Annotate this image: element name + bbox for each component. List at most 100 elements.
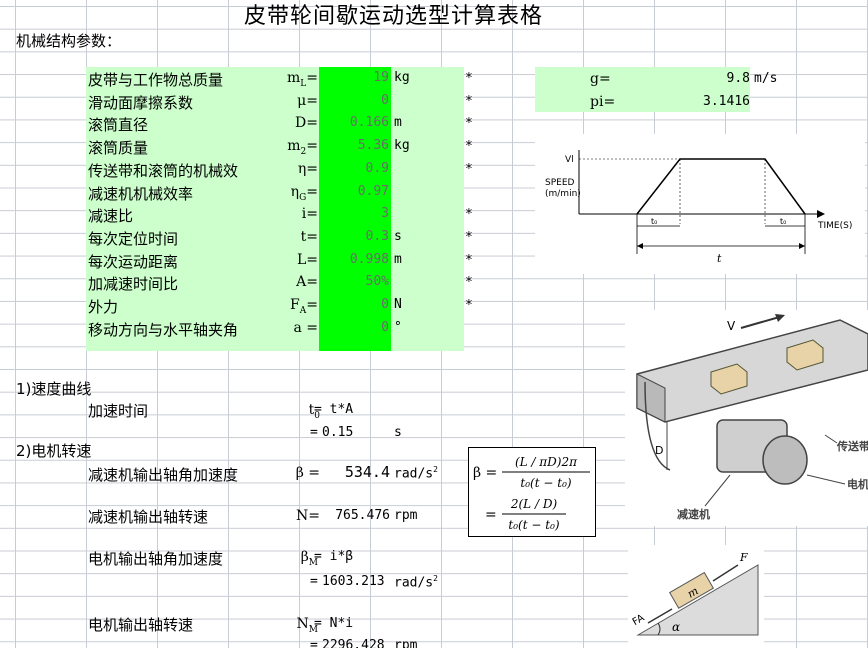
motor-accel-label: 电机输出轴角加速度	[88, 550, 224, 568]
param-required-mark: *	[465, 139, 473, 155]
velocity-arrow-head	[775, 314, 785, 322]
param-symbol: i=	[270, 206, 318, 225]
param-value-cell[interactable]: 0.3	[365, 228, 389, 244]
param-symbol-eq: =	[306, 183, 318, 200]
param-symbol-eq: =	[306, 297, 318, 313]
motor-speed-value[interactable]: 2296.428	[322, 638, 385, 648]
speed-label: SPEED	[545, 178, 575, 188]
accel-time-value[interactable]: 0.15	[322, 425, 354, 440]
param-symbol-main: m	[287, 70, 301, 86]
speed-unit-label: (m/min)	[545, 189, 581, 199]
accel-time-label: 加速时间	[88, 402, 149, 420]
param-label: 移动方向与水平轴夹角	[88, 320, 239, 339]
speed-profile-diagram: Vl SPEED (m/min) t₀ t₀ TIME(S) t	[535, 134, 865, 274]
package-2	[786, 339, 824, 371]
param-symbol-eq: =	[306, 70, 318, 86]
param-symbol-sub: A	[299, 305, 307, 316]
reducer-speed-value[interactable]: 765.476	[335, 508, 390, 523]
param-symbol-eq: =	[306, 274, 318, 291]
fa-arrow	[647, 608, 673, 624]
param-unit: °	[394, 319, 402, 335]
reducer-accel-label: 减速机输出轴角加速度	[88, 466, 239, 484]
motor-leader	[806, 474, 846, 485]
section-header: 机械结构参数：	[16, 32, 122, 50]
reducer-speed-unit: rpm	[394, 508, 418, 523]
reducer-label: 减速机	[677, 507, 710, 521]
param-label: 每次定位时间	[88, 229, 179, 248]
t-dim-arrow-left	[637, 243, 643, 249]
param-label: 传送带和滚筒的机械效	[88, 161, 239, 180]
param-symbol-main: t	[300, 228, 307, 245]
param-symbol: A=	[270, 274, 318, 293]
param-symbol-eq: =	[306, 160, 318, 177]
param-symbol-main: F	[290, 297, 300, 313]
reducer-accel-value[interactable]: 534.4	[344, 463, 390, 481]
t0-label-left: t₀	[651, 217, 657, 226]
param-value-cell[interactable]: 0	[381, 319, 389, 335]
param-required-mark: *	[465, 93, 473, 109]
param-value-cell[interactable]: 0.998	[349, 251, 389, 267]
package-1	[710, 363, 748, 395]
param-value-cell[interactable]: 0.166	[349, 115, 389, 131]
param-value-cell[interactable]: 0.97	[357, 183, 389, 199]
param-unit: N	[394, 297, 402, 312]
param-symbol: m2=	[270, 138, 318, 157]
param-value-cell[interactable]: 5.36	[357, 138, 389, 154]
const-g-value[interactable]: 9.8	[726, 71, 750, 86]
params-block-bg	[86, 67, 464, 351]
accel-time-formula[interactable]: = t*A	[314, 402, 354, 417]
param-label: 每次运动距离	[88, 252, 179, 271]
param-label: 滑动面摩擦系数	[88, 93, 194, 112]
belt-leader	[824, 434, 838, 444]
param-label: 皮带与工作物总质量	[88, 71, 224, 89]
param-unit: s	[394, 228, 402, 244]
motor-speed-unit: rpm	[394, 638, 418, 648]
param-symbol-main: D	[295, 115, 307, 132]
param-required-mark: *	[465, 298, 473, 313]
param-value-cell[interactable]: 3	[381, 206, 389, 222]
alpha-label: α	[672, 620, 680, 634]
params-value-column	[319, 67, 391, 351]
param-value-cell[interactable]: 50%	[365, 274, 389, 290]
param-value-cell[interactable]: 0.9	[365, 160, 389, 176]
param-symbol: L=	[270, 252, 318, 271]
motor-label: 电机	[847, 477, 868, 491]
motor-accel-value[interactable]: 1603.213	[322, 574, 385, 589]
formula-eq2: =	[485, 507, 497, 523]
param-symbol-main: a	[293, 319, 302, 336]
param-unit: m	[394, 251, 402, 267]
time-label: TIME(S)	[817, 221, 852, 231]
motor-speed-eq: =	[310, 638, 318, 648]
param-symbol-eq: =	[301, 319, 318, 336]
incline-svg: m F FA α	[631, 551, 759, 636]
fa-label: FA	[631, 613, 647, 628]
formula-num2: 2(L / D)	[510, 497, 558, 511]
param-required-mark: *	[465, 116, 473, 132]
conveyor-diagram: V D 减速机 传送带 电机	[625, 310, 868, 526]
accel-time-unit: s	[394, 425, 402, 440]
alpha-arc	[657, 622, 661, 636]
param-required-mark: *	[465, 252, 473, 268]
velocity-label: V	[727, 319, 736, 333]
motor-speed-label: 电机输出轴转速	[88, 616, 194, 634]
param-symbol: μ=	[270, 93, 318, 112]
reducer-accel-symbol: β =	[295, 465, 320, 481]
t0-label-right: t₀	[780, 217, 786, 226]
param-label: 外力	[88, 298, 119, 316]
belt-label: 传送带	[836, 439, 868, 453]
const-pi-value[interactable]: 3.1416	[703, 94, 750, 109]
motor-accel-formula[interactable]: = i*β	[314, 549, 354, 564]
param-value-cell[interactable]: 0	[381, 92, 389, 108]
param-symbol-eq: =	[306, 206, 318, 223]
param-value-cell[interactable]: 19	[373, 70, 389, 85]
section-speed-curve: 1)速度曲线	[16, 380, 92, 398]
param-label: 加减速时间比	[88, 275, 179, 294]
motor-speed-formula[interactable]: = N*i	[314, 616, 354, 631]
param-symbol: mL=	[270, 70, 318, 89]
param-value-cell[interactable]: 0	[381, 297, 389, 312]
formula-num1: (L / πD)2π	[515, 455, 578, 469]
param-symbol-eq: =	[306, 115, 318, 132]
param-symbol: ηG=	[270, 184, 318, 203]
motor-accel-unit: rad/s2	[394, 574, 438, 591]
